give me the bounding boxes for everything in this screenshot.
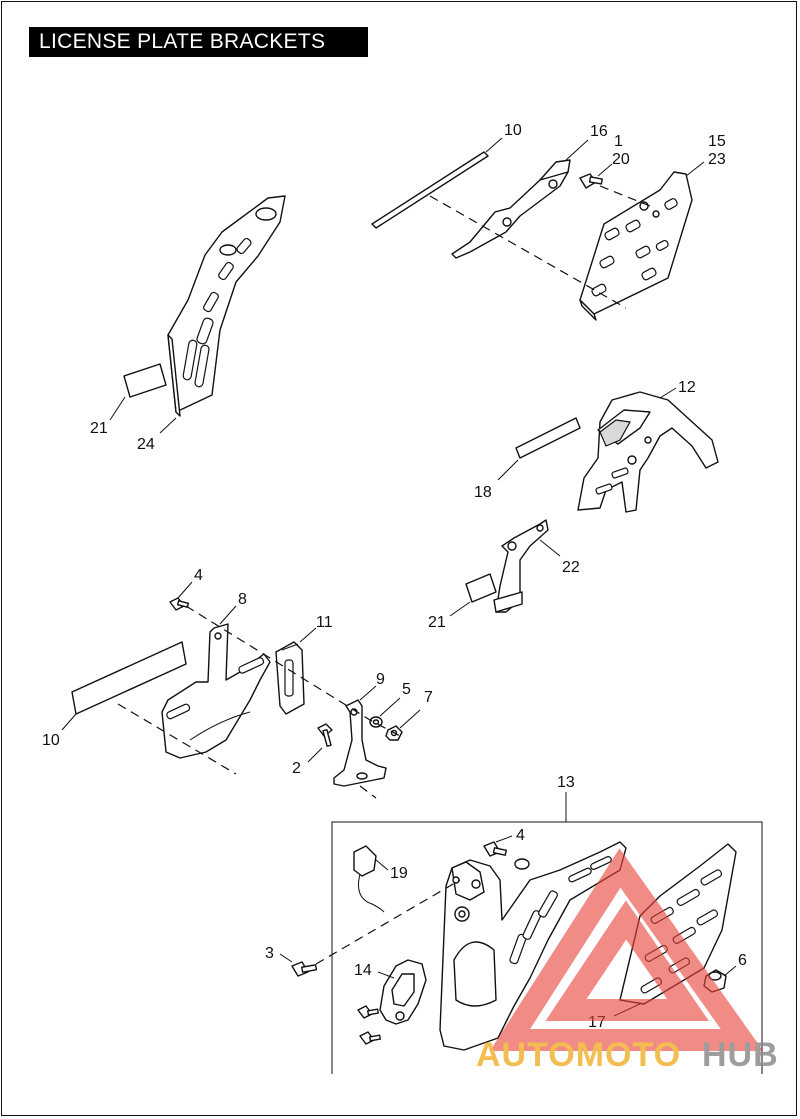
callout-10a: 10 <box>504 122 522 139</box>
callout-12: 12 <box>678 379 696 396</box>
callout-11: 11 <box>316 614 333 631</box>
callout-20: 20 <box>612 151 630 168</box>
part-2-screw[interactable] <box>317 723 333 747</box>
watermark-logo: AUTOMOTO HUB <box>476 848 779 1074</box>
callout-19: 19 <box>390 865 408 882</box>
tail-lamp-screw-a[interactable] <box>357 1005 379 1019</box>
part-19-wiring-connector[interactable] <box>353 845 385 913</box>
page-title: LICENSE PLATE BRACKETS <box>29 27 368 57</box>
callout-21b: 21 <box>428 614 446 631</box>
part-10-strip-top[interactable] <box>371 151 489 229</box>
part-1-20-screw[interactable] <box>579 173 603 189</box>
part-12-fender-bracket[interactable] <box>577 391 719 513</box>
assembly-13-bracket-frame <box>331 821 763 1074</box>
watermark-text-hub: HUB <box>702 1036 779 1074</box>
part-16-bracket[interactable] <box>451 159 571 259</box>
callout-13: 13 <box>557 774 575 791</box>
part-9-bracket[interactable] <box>333 699 387 787</box>
callout-1: 1 <box>614 133 623 150</box>
part-10-strip-left[interactable] <box>71 641 187 715</box>
callout-10b: 10 <box>42 732 60 749</box>
callout-14: 14 <box>354 962 372 979</box>
part-4-screw-b[interactable] <box>483 841 507 857</box>
watermark-text-auto: AUTOMOTO <box>476 1036 681 1074</box>
part-21-label-middle[interactable] <box>465 573 497 603</box>
callout-6: 6 <box>738 952 747 969</box>
callout-15: 15 <box>708 133 726 150</box>
part-22-bracket[interactable] <box>493 519 549 613</box>
callout-21a: 21 <box>90 420 108 437</box>
part-15-23-license-plate-holder[interactable] <box>579 171 693 321</box>
callout-23: 23 <box>708 151 726 168</box>
part-4-screw-a[interactable] <box>169 597 190 611</box>
callout-5: 5 <box>402 681 411 698</box>
part-3-screw[interactable] <box>291 961 318 977</box>
part-14-tail-lamp-housing[interactable] <box>379 959 427 1025</box>
callout-4b: 4 <box>516 827 525 844</box>
washer-4b <box>514 858 530 870</box>
callout-18: 18 <box>474 484 492 501</box>
callout-22: 22 <box>562 559 580 576</box>
callout-16: 16 <box>590 123 608 140</box>
callout-3: 3 <box>265 945 274 962</box>
part-18-strip[interactable] <box>515 417 581 459</box>
callout-7: 7 <box>424 689 433 706</box>
callout-9: 9 <box>376 671 385 688</box>
part-13-license-plate-mount[interactable] <box>439 841 627 1051</box>
callout-8: 8 <box>238 591 247 608</box>
part-11-plate[interactable] <box>275 641 305 715</box>
callout-24: 24 <box>137 436 155 453</box>
part-21-label-left[interactable] <box>123 363 167 398</box>
tail-lamp-screw-b[interactable] <box>359 1031 381 1045</box>
callout-4a: 4 <box>194 567 203 584</box>
callout-2: 2 <box>292 760 301 777</box>
part-24-bracket[interactable] <box>167 195 286 417</box>
